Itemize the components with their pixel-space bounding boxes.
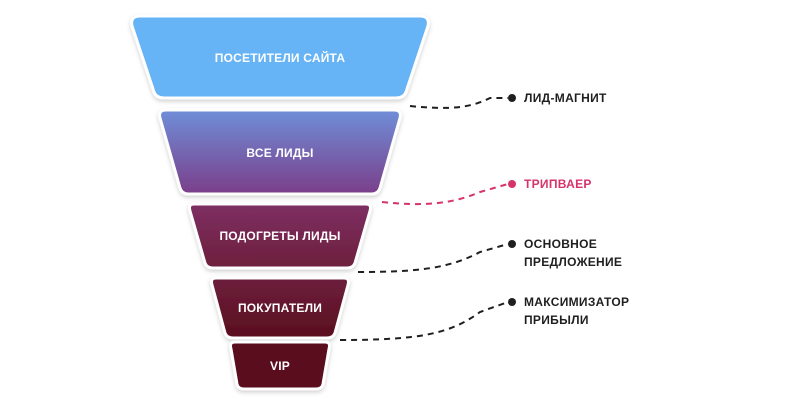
stage-label-line: ПРЕДЛОЖЕНИЕ: [524, 255, 622, 269]
stage-dot-icon: [508, 180, 516, 188]
stage-dot-icon: [508, 94, 516, 102]
stage-label: ТРИПВАЕР: [524, 177, 592, 191]
funnel-tier-shape: [229, 340, 331, 391]
funnel-tier-label: ПОСЕТИТЕЛИ САЙТА: [215, 50, 346, 65]
stage-label-line: ПРИБЫЛИ: [524, 313, 589, 327]
funnel-tier-label: ПОДОГРЕТЫ ЛИДЫ: [219, 229, 340, 243]
funnel-tier-all-leads: ВСЕ ЛИДЫ: [158, 108, 402, 196]
funnel-tier-shape: [158, 108, 402, 196]
funnel-tier-shape: [188, 202, 372, 270]
stage-label-line: ТРИПВАЕР: [524, 177, 592, 191]
stage-dot-icon: [508, 298, 516, 306]
funnel-tier-vip: VIP: [229, 340, 331, 391]
stage-label-line: ЛИД-МАГНИТ: [524, 91, 607, 105]
stage-profit-maximizer: МАКСИМИЗАТОР ПРИБЫЛИ: [339, 295, 633, 341]
stage-tripwire: ТРИПВАЕР: [381, 177, 592, 206]
funnel-tier-warm-leads: ПОДОГРЕТЫ ЛИДЫ: [188, 202, 372, 270]
stage-label: МАКСИМИЗАТОР ПРИБЫЛИ: [524, 295, 633, 327]
stage-lead-magnet: ЛИД-МАГНИТ: [409, 91, 607, 109]
stage-dot-icon: [508, 240, 516, 248]
funnel-tier-shape: [130, 14, 430, 100]
dashed-connector: [357, 243, 509, 273]
funnel-tier-visitors: ПОСЕТИТЕЛИ САЙТА: [130, 14, 430, 100]
stage-label: ЛИД-МАГНИТ: [524, 91, 607, 105]
dashed-connector: [339, 301, 509, 341]
stage-label-line: ОСНОВНОЕ: [524, 237, 597, 251]
funnel-tier-shape: [210, 276, 350, 340]
funnel-tier-label: ПОКУПАТЕЛИ: [238, 301, 322, 315]
stage-label-line: МАКСИМИЗАТОР: [524, 295, 629, 309]
dashed-connector: [381, 183, 509, 206]
dashed-connector: [409, 97, 508, 109]
funnel-tier-buyers: ПОКУПАТЕЛИ: [210, 276, 350, 340]
stage-core-offer: ОСНОВНОЕ ПРЕДЛОЖЕНИЕ: [357, 237, 622, 273]
stage-label: ОСНОВНОЕ ПРЕДЛОЖЕНИЕ: [524, 237, 622, 269]
funnel-tier-label: VIP: [270, 359, 290, 373]
funnel-tier-label: ВСЕ ЛИДЫ: [246, 146, 313, 160]
